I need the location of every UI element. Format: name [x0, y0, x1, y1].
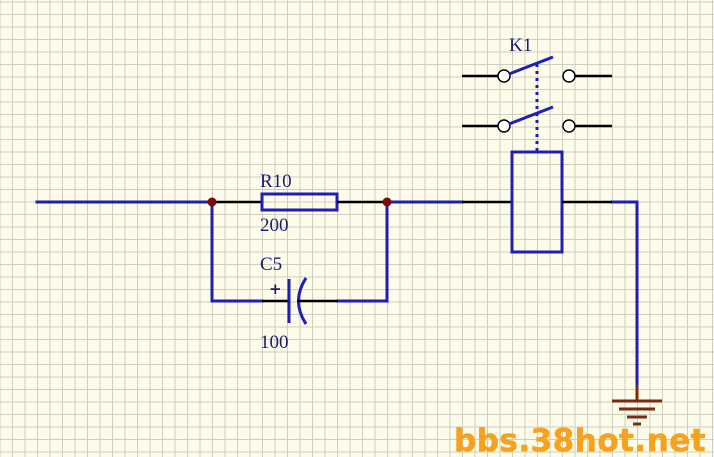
contact2-terminal-right — [562, 119, 576, 133]
resistor-ref-label: R10 — [260, 171, 292, 192]
contact1-blade — [508, 55, 554, 76]
capacitor-right-wire — [336, 200, 389, 303]
ground-symbol — [612, 385, 662, 426]
contact1-terminal-right — [562, 69, 576, 83]
contact2-terminal-left — [497, 119, 511, 133]
relay-ref-label: K1 — [509, 35, 532, 56]
relay-k1: K1 — [462, 35, 612, 254]
junction-right — [382, 197, 392, 207]
ground-wire — [610, 200, 639, 387]
contact1-terminal-left — [497, 69, 511, 83]
junction-left — [207, 197, 217, 207]
contact2-blade — [508, 105, 554, 126]
capacitor-c5: + C5 100 — [260, 254, 338, 353]
capacitor-left-wire — [210, 200, 264, 303]
wires — [35, 200, 639, 387]
resistor-value-label: 200 — [260, 215, 289, 236]
resistor-r10: R10 200 — [212, 171, 387, 236]
capacitor-ref-label: C5 — [260, 254, 282, 275]
capacitor-value-label: 100 — [260, 332, 289, 353]
capacitor-polarity-mark: + — [269, 280, 282, 298]
watermark-text: bbs.38hot.net — [454, 423, 706, 457]
